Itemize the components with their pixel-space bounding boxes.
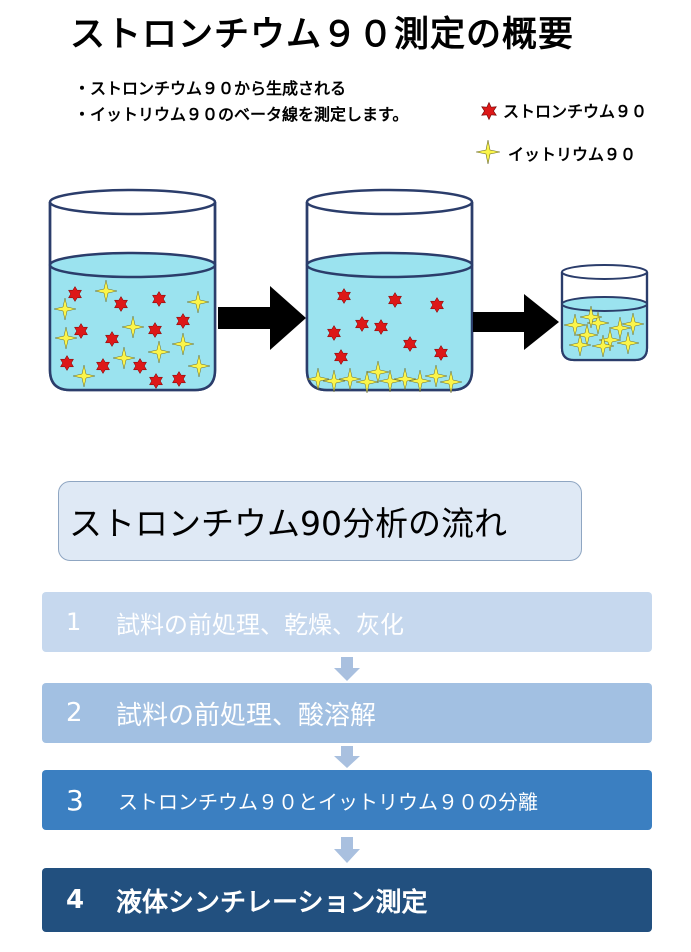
flow-step-1: 1 試料の前処理、乾燥、灰化 bbox=[42, 592, 652, 652]
legend-strontium-icon bbox=[481, 101, 497, 121]
flow-header: ストロンチウム90分析の流れ bbox=[58, 481, 582, 561]
flow-step-4: 4 液体シンチレーション測定 bbox=[42, 868, 652, 932]
down-arrow-icon-1 bbox=[334, 657, 360, 681]
legend-yttrium-icon bbox=[476, 140, 500, 164]
description-line-1: ストロンチウム９０から生成される bbox=[74, 76, 408, 102]
flow-step-2: 2 試料の前処理、酸溶解 bbox=[42, 683, 652, 743]
flow-step-2-number: 2 bbox=[66, 698, 83, 728]
arrow-right-icon-1 bbox=[218, 286, 306, 350]
flow-step-4-number: 4 bbox=[66, 885, 85, 915]
legend-yttrium-label: イットリウム９０ bbox=[508, 145, 637, 164]
flow-step-2-label: 試料の前処理、酸溶解 bbox=[116, 700, 377, 731]
flow-step-3: 3 ストロンチウム９０とイットリウム９０の分離 bbox=[42, 770, 652, 830]
description-list: ストロンチウム９０から生成される イットリウム９０のベータ線を測定します。 bbox=[74, 76, 408, 128]
description-line-2: イットリウム９０のベータ線を測定します。 bbox=[74, 102, 408, 128]
down-arrow-icon-3 bbox=[334, 837, 360, 863]
flow-step-1-label: 試料の前処理、乾燥、灰化 bbox=[116, 610, 404, 639]
flow-header-label: ストロンチウム90分析の流れ bbox=[69, 504, 507, 543]
flow-step-1-number: 1 bbox=[66, 608, 82, 636]
page-title: ストロンチウム９０測定の概要 bbox=[70, 15, 575, 55]
beaker-2 bbox=[305, 188, 474, 394]
beaker-1 bbox=[48, 188, 217, 392]
flow-step-4-label: 液体シンチレーション測定 bbox=[116, 887, 428, 918]
legend-strontium-label: ストロンチウム９０ bbox=[503, 102, 648, 121]
down-arrow-icon-2 bbox=[334, 746, 360, 768]
flow-step-3-label: ストロンチウム９０とイットリウム９０の分離 bbox=[118, 789, 538, 814]
arrow-right-icon-2 bbox=[473, 294, 559, 350]
beaker-3 bbox=[560, 264, 649, 362]
separation-diagram bbox=[48, 188, 649, 394]
flow-step-3-number: 3 bbox=[66, 783, 84, 817]
